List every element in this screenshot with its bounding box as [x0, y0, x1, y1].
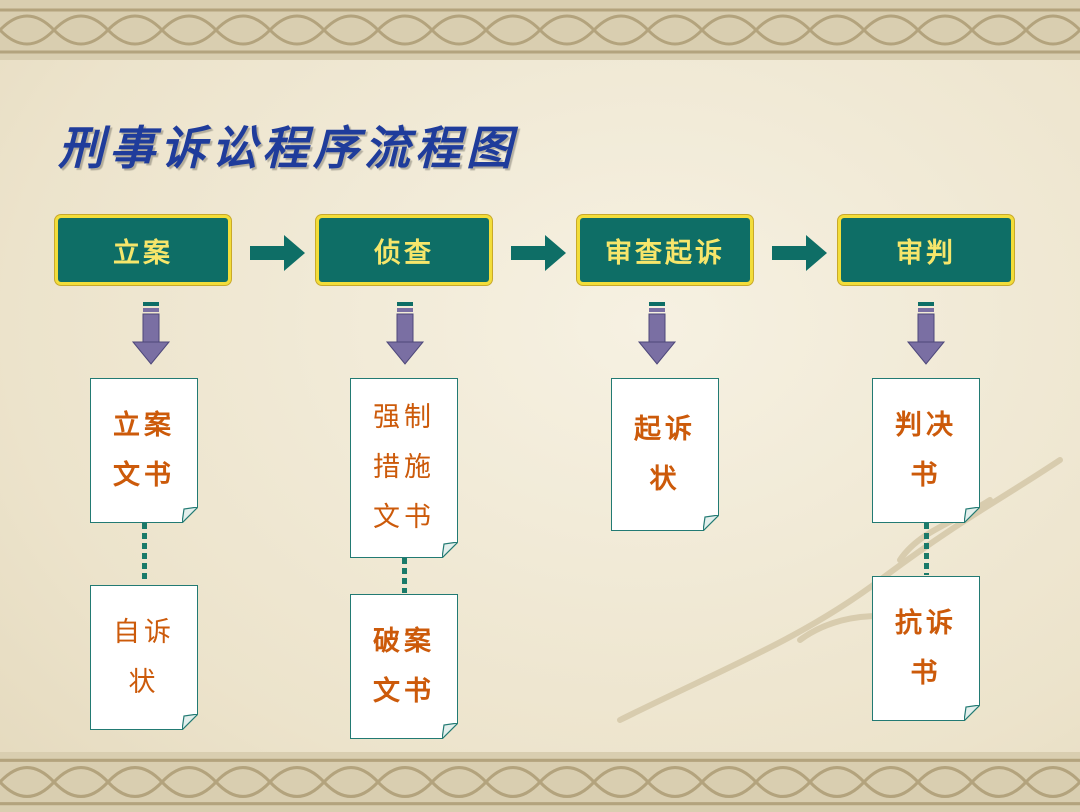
dotted-connector [924, 523, 929, 575]
document-label: 破案文书 [373, 625, 435, 707]
document-private-complaint: 自诉状 [90, 585, 198, 730]
page-fold-icon [442, 542, 458, 558]
document-label: 抗诉书 [895, 607, 957, 689]
document-case-solved: 破案文书 [350, 594, 458, 739]
right-arrow-icon [250, 235, 305, 271]
document-label: 自诉状 [113, 616, 175, 698]
document-label: 立案文书 [113, 409, 175, 491]
document-compulsory-measures: 强制措施文书 [350, 378, 458, 558]
document-judgment: 判决书 [872, 378, 980, 523]
document-filing: 立案文书 [90, 378, 198, 523]
down-arrow-icon [906, 302, 946, 365]
stage-investigation: 侦查 [316, 215, 492, 285]
page-fold-icon [964, 507, 980, 523]
page-title: 刑事诉讼程序流程图 [58, 121, 517, 175]
page-fold-icon [182, 714, 198, 730]
down-arrow-icon [385, 302, 425, 365]
stage-filing: 立案 [55, 215, 231, 285]
document-label: 判决书 [895, 409, 957, 491]
decorative-bottom-border [0, 752, 1080, 812]
right-arrow-icon [511, 235, 566, 271]
page-fold-icon [964, 705, 980, 721]
document-label: 强制措施文书 [373, 402, 435, 533]
right-arrow-icon [772, 235, 827, 271]
stage-trial: 审判 [838, 215, 1014, 285]
document-indictment: 起诉状 [611, 378, 719, 531]
page-fold-icon [182, 507, 198, 523]
page-fold-icon [703, 515, 719, 531]
down-arrow-icon [131, 302, 171, 365]
decorative-top-border [0, 0, 1080, 60]
dotted-connector [402, 558, 407, 593]
page-fold-icon [442, 723, 458, 739]
down-arrow-icon [637, 302, 677, 365]
stage-prosecution-review: 审查起诉 [577, 215, 753, 285]
document-label: 起诉状 [634, 413, 696, 495]
dotted-connector [142, 523, 147, 583]
document-appeal: 抗诉书 [872, 576, 980, 721]
